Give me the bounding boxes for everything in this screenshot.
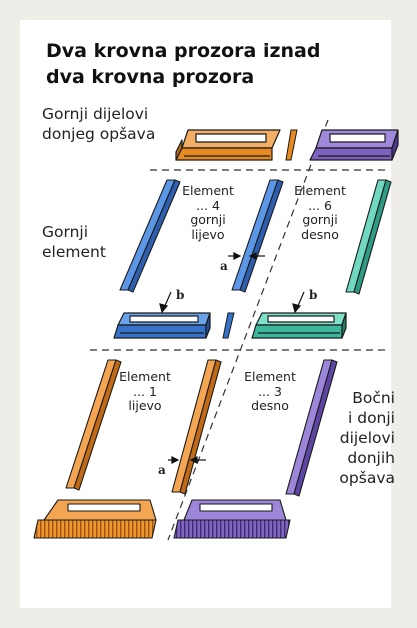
top-orange-flashing (175, 129, 281, 161)
blue-side-element-4 (119, 179, 181, 293)
label-side-parts: Bočni i donji dijelovi donjih opšava (305, 388, 395, 488)
label-element-6: Element ... 6 gornji desno (292, 183, 348, 242)
blue-head-flashing (113, 312, 211, 339)
el4-line-1: Element (182, 183, 234, 198)
purple-side-element-3 (285, 359, 338, 497)
label-side-line-5: opšava (339, 469, 395, 487)
marker-b-right: b (309, 288, 318, 302)
gap-arrow-a-top (228, 252, 265, 260)
el1-line-1: Element (119, 369, 171, 384)
dashed-guides (90, 119, 390, 541)
label-top-parts-line-2: donjeg opšava (42, 125, 156, 143)
teal-side-element-6 (345, 179, 392, 295)
top-purple-flashing (309, 129, 399, 161)
blue-head-strip (222, 312, 235, 339)
label-top-parts-line-1: Gornji dijelovi (42, 105, 149, 123)
el1-line-3: lijevo (128, 398, 162, 413)
teal-head-flashing (251, 312, 347, 339)
el6-line-2: ... 6 (308, 197, 332, 213)
title-line-1: Dva krovna prozora iznad (46, 40, 321, 62)
marker-a-top: a (220, 259, 228, 273)
el4-line-3: gornji (190, 212, 226, 227)
label-side-line-1: Bočni (352, 389, 395, 407)
label-top-element: Gornji element (42, 222, 106, 262)
el4-line-2: ... 4 (196, 197, 220, 213)
label-element-1: Element ... 1 lijevo (114, 369, 176, 414)
page-title: Dva krovna prozora iznad dva krovna proz… (46, 38, 376, 90)
label-top-element-line-1: Gornji (42, 223, 89, 241)
top-orange-strip (285, 129, 298, 161)
label-side-line-2: i donji (348, 409, 395, 427)
title-line-2: dva krovna prozora (46, 66, 255, 88)
orange-side-element-1 (65, 359, 122, 491)
el4-line-4: lijevo (191, 226, 225, 242)
bottom-purple-apron (173, 499, 291, 539)
orange-side-element (171, 359, 222, 495)
gap-arrow-b (159, 291, 305, 314)
marker-b-left: b (176, 288, 185, 302)
label-element-4: Element ... 4 gornji lijevo (176, 183, 240, 242)
el3-line-2: ... 3 (258, 383, 282, 399)
label-top-element-line-2: element (42, 243, 106, 261)
el1-line-2: ... 1 (133, 383, 157, 399)
el3-line-1: Element (244, 369, 296, 384)
el3-line-3: desno (251, 398, 289, 413)
bottom-orange-apron (33, 499, 157, 539)
el6-line-1: Element (294, 183, 346, 198)
label-top-parts: Gornji dijelovi donjeg opšava (42, 104, 155, 144)
el6-line-4: desno (301, 226, 339, 242)
label-side-line-4: donjih (347, 449, 395, 467)
el6-line-3: gornji (302, 212, 338, 227)
label-element-3: Element ... 3 desno (238, 369, 302, 414)
blue-side-element (231, 179, 284, 293)
marker-a-bottom: a (158, 463, 166, 477)
gap-arrow-a-bottom (168, 456, 206, 464)
label-side-line-3: dijelovi (339, 429, 395, 447)
